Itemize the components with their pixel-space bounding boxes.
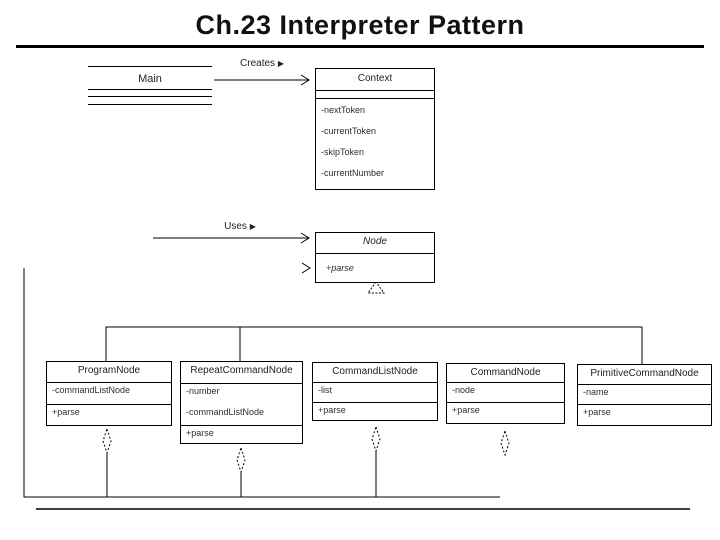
compartment-divider [47,382,171,383]
attribute: -node [452,385,476,395]
attribute: -currentNumber [321,168,385,178]
method: +parse [186,428,214,438]
attribute: -name [583,387,609,397]
compartment-divider [578,384,711,385]
compartment-divider [316,90,434,91]
class-context: Context -nextToken -currentToken -skipTo… [315,68,435,190]
inheritance-connector [105,326,643,364]
creates-arrowhead-icon [300,74,310,86]
class-primitive-command-node: PrimitiveCommandNode -name +parse [577,364,712,426]
aggregation-diamond-command-node-icon [500,429,510,457]
attribute: -nextToken [321,105,366,115]
creates-label: Creates ▶ [214,58,310,69]
attribute: -list [318,385,332,395]
class-main-title: Main [138,73,162,85]
compartment-divider [447,382,564,383]
attribute: -commandListNode [186,407,265,417]
right-direction-icon: ▶ [249,222,256,231]
class-context-title: Context [357,73,393,84]
aggregation-diamond-program-node-icon [102,427,112,455]
class-command-list-node-title: CommandListNode [332,366,418,377]
compartment-divider [316,253,434,254]
method: +parse [52,407,80,417]
compartment-divider [181,425,302,426]
method: +parse [452,405,480,415]
attribute: -commandListNode [52,385,131,395]
class-node-title: Node [363,236,387,247]
compartment-divider [313,382,437,383]
class-node: Node +parse [315,232,435,283]
parse-arrowhead-icon [301,262,311,274]
aggregation-diamond-repeat-command-node-icon [236,446,246,474]
class-program-node-title: ProgramNode [77,365,141,376]
generalization-triangle-icon [367,281,385,294]
method: +parse [326,263,354,273]
aggregation-rail [23,268,500,498]
main-box-line [88,96,212,97]
attribute: -number [186,386,220,396]
main-box-line [88,104,212,105]
class-repeat-command-node-title: RepeatCommandNode [190,365,293,376]
right-direction-icon: ▶ [277,59,284,68]
compartment-divider [47,404,171,405]
uses-label-text: Uses [224,221,247,232]
class-primitive-command-node-title: PrimitiveCommandNode [590,368,699,379]
uses-label: Uses ▶ [190,221,290,232]
class-program-node: ProgramNode -commandListNode +parse [46,361,172,426]
compartment-divider [578,404,711,405]
method: +parse [583,407,611,417]
attribute: -skipToken [321,147,365,157]
aggregation-diamond-command-list-node-icon [371,425,381,453]
compartment-divider [181,383,302,384]
page-title: Ch.23 Interpreter Pattern [195,10,525,40]
compartment-divider [316,98,434,99]
class-repeat-command-node: RepeatCommandNode -number -commandListNo… [180,361,303,444]
method: +parse [318,405,346,415]
compartment-divider [313,402,437,403]
class-command-list-node: CommandListNode -list +parse [312,362,438,421]
main-box-line [88,89,212,90]
main-box-line [88,66,212,67]
class-command-node: CommandNode -node +parse [446,363,565,424]
uses-arrowhead-icon [300,232,310,244]
creates-label-text: Creates [240,58,276,69]
compartment-divider [447,402,564,403]
class-command-node-title: CommandNode [470,367,541,378]
title-underline [16,45,704,48]
attribute: -currentToken [321,126,377,136]
